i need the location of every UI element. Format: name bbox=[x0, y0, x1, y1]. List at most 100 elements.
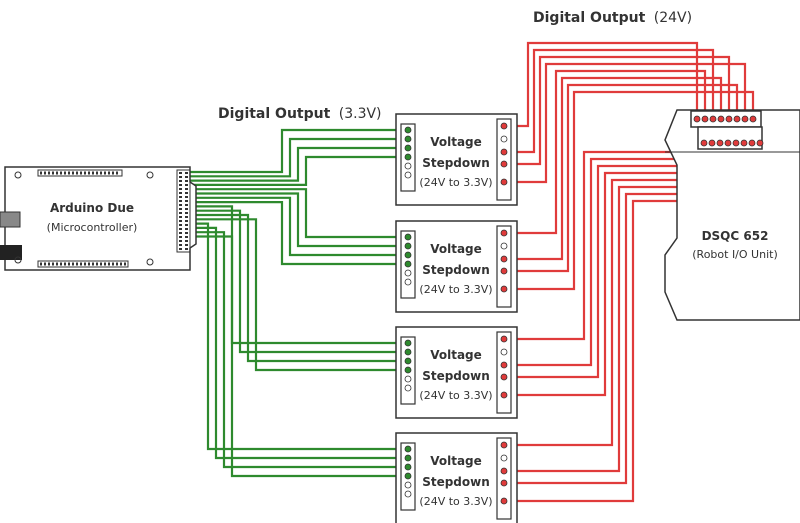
output-pin bbox=[500, 285, 508, 293]
output-pin bbox=[500, 497, 508, 505]
output-pin bbox=[500, 479, 508, 487]
output-pin bbox=[500, 361, 508, 369]
input-pin bbox=[404, 454, 412, 462]
green-wire bbox=[190, 218, 408, 372]
output-pin bbox=[500, 373, 508, 381]
green-wire bbox=[190, 231, 408, 469]
output-pin bbox=[500, 467, 508, 475]
header-24v-voltage: (24V) bbox=[654, 10, 692, 26]
dsqc-pin-top bbox=[709, 115, 717, 123]
green-wire bbox=[190, 201, 408, 266]
input-pin bbox=[404, 348, 412, 356]
output-pin bbox=[500, 229, 508, 237]
header-digital-output-3v3: Digital Output (3.3V) bbox=[218, 106, 382, 122]
output-pin bbox=[500, 267, 508, 275]
input-pin bbox=[404, 481, 412, 489]
mount-hole-icon bbox=[146, 171, 154, 179]
red-wire bbox=[504, 90, 755, 291]
input-pin bbox=[404, 278, 412, 286]
dsqc-pin-top bbox=[717, 115, 725, 123]
power-jack-icon bbox=[0, 245, 22, 260]
dsqc-pin-top bbox=[725, 115, 733, 123]
stepdown-subtitle: Stepdown bbox=[422, 475, 490, 489]
red-wire bbox=[504, 41, 699, 128]
right-header-icon bbox=[176, 169, 191, 253]
dsqc-pin-bottom bbox=[724, 139, 732, 147]
stepdown-range: (24V to 3.3V) bbox=[419, 176, 492, 189]
input-pin bbox=[404, 269, 412, 277]
green-wire bbox=[190, 222, 408, 451]
stepdown-subtitle: Stepdown bbox=[422, 369, 490, 383]
arduino-title: Arduino Due bbox=[50, 201, 134, 215]
output-pin bbox=[500, 335, 508, 343]
output-pin bbox=[500, 454, 508, 462]
input-pin bbox=[404, 339, 412, 347]
input-pin bbox=[404, 490, 412, 498]
input-pin bbox=[404, 153, 412, 161]
input-pin bbox=[404, 384, 412, 392]
output-pin bbox=[500, 441, 508, 449]
dsqc-subtitle: (Robot I/O Unit) bbox=[692, 248, 777, 261]
dsqc-pin-top bbox=[749, 115, 757, 123]
output-terminal-block bbox=[496, 225, 512, 308]
stepdown-range: (24V to 3.3V) bbox=[419, 389, 492, 402]
green-wire bbox=[190, 196, 408, 257]
header-3v3-voltage: (3.3V) bbox=[339, 106, 382, 122]
usb-port-icon bbox=[0, 211, 21, 228]
mount-hole-icon bbox=[14, 256, 22, 264]
mount-hole-icon bbox=[146, 258, 154, 266]
stepdown-title: Voltage bbox=[430, 242, 482, 256]
dsqc-pin-bottom bbox=[732, 139, 740, 147]
green-wire bbox=[190, 188, 408, 239]
input-pin bbox=[404, 242, 412, 250]
input-pin bbox=[404, 126, 412, 134]
stepdown-subtitle: Stepdown bbox=[422, 263, 490, 277]
mount-hole-icon bbox=[14, 171, 22, 179]
input-pin bbox=[404, 251, 412, 259]
green-wire bbox=[190, 128, 408, 174]
dsqc-pin-top bbox=[733, 115, 741, 123]
header-24v-bold: Digital Output bbox=[533, 10, 646, 26]
output-pin bbox=[500, 391, 508, 399]
green-wire bbox=[190, 213, 408, 363]
stepdown-subtitle: Stepdown bbox=[422, 156, 490, 170]
output-pin bbox=[500, 178, 508, 186]
input-pin bbox=[404, 445, 412, 453]
dsqc-pin-top bbox=[693, 115, 701, 123]
dsqc-title: DSQC 652 bbox=[702, 229, 769, 243]
input-pin bbox=[404, 135, 412, 143]
dsqc-pin-bottom bbox=[700, 139, 708, 147]
output-terminal-block bbox=[496, 118, 512, 201]
input-pin bbox=[404, 366, 412, 374]
red-wire bbox=[504, 62, 747, 184]
output-terminal-block bbox=[496, 331, 512, 414]
stepdown-title: Voltage bbox=[430, 348, 482, 362]
dsqc-pin-bottom bbox=[740, 139, 748, 147]
bottom-header-icon bbox=[37, 260, 129, 268]
red-wire bbox=[504, 55, 731, 166]
input-pin bbox=[404, 357, 412, 365]
green-wire bbox=[190, 209, 408, 354]
green-wire bbox=[190, 192, 408, 248]
input-pin bbox=[404, 463, 412, 471]
output-pin bbox=[500, 242, 508, 250]
top-header-icon bbox=[37, 169, 123, 177]
input-pin bbox=[404, 171, 412, 179]
input-pin bbox=[404, 472, 412, 480]
output-pin bbox=[500, 135, 508, 143]
dsqc-pin-bottom bbox=[716, 139, 724, 147]
stepdown-range: (24V to 3.3V) bbox=[419, 283, 492, 296]
dsqc-pin-top bbox=[741, 115, 749, 123]
green-wire bbox=[190, 146, 408, 182]
green-wire bbox=[190, 155, 408, 186]
input-pin bbox=[404, 233, 412, 241]
output-terminal-block bbox=[496, 437, 512, 520]
arduino-due-board: Arduino Due (Microcontroller) bbox=[0, 166, 197, 271]
green-wire bbox=[190, 226, 408, 460]
output-pin bbox=[500, 160, 508, 168]
